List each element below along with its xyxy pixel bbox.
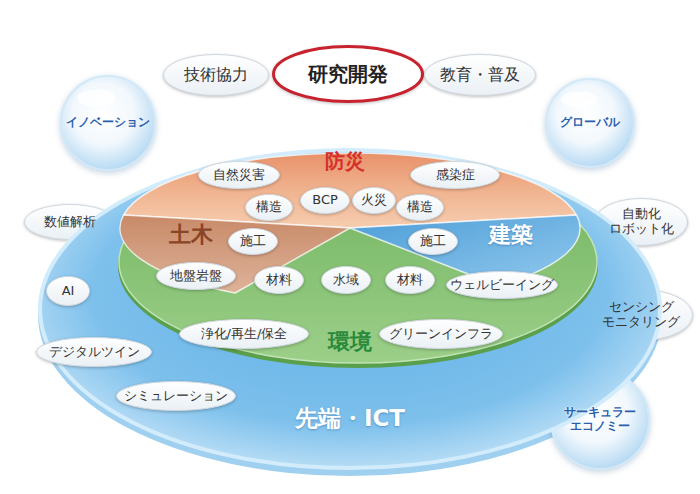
oval-shape <box>380 320 503 349</box>
oval-shape <box>246 195 293 221</box>
bubble-shape <box>61 76 155 170</box>
bubble-highlight <box>77 89 115 106</box>
oval-shape <box>274 47 423 102</box>
sector-shape <box>120 215 350 293</box>
topic-oval: 材料 <box>254 266 304 294</box>
oval-shape <box>411 162 500 189</box>
oval-shape <box>353 188 396 214</box>
oval-shape <box>322 267 371 294</box>
topic-oval: ウェルビーイング <box>446 271 558 299</box>
node-label: 水域 <box>333 273 359 288</box>
tech-oval: AI <box>46 276 90 306</box>
activity-oval: 技術協力 <box>163 54 269 96</box>
activity-oval-main: 研究開発 <box>272 45 424 103</box>
node-label: 施工 <box>420 234 446 249</box>
node-label: 自動化 ロボット化 <box>599 207 683 237</box>
node-label: グリーンインフラ <box>389 327 493 342</box>
node-label: 火災 <box>361 193 387 208</box>
oval-shape <box>180 320 309 349</box>
theme-bubble: イノベーション <box>60 75 156 171</box>
topic-oval: BCP <box>300 187 350 214</box>
node-label: 数値解析 <box>44 215 96 230</box>
oval-shape <box>37 338 152 367</box>
bubble-highlight <box>561 92 597 108</box>
section-heading: 防災 <box>310 147 380 175</box>
oval-shape <box>199 162 280 189</box>
topic-oval: 構造 <box>396 194 444 221</box>
node-label: グローバル <box>560 116 620 130</box>
topic-oval: 構造 <box>245 194 293 221</box>
oval-shape <box>425 55 536 96</box>
node-label: シミュレーション <box>124 389 228 404</box>
node-label: 材料 <box>266 273 292 288</box>
oval-shape <box>164 55 269 96</box>
section-heading: 建築 <box>476 219 546 251</box>
oval-shape <box>301 188 350 214</box>
node-label: 自然災害 <box>213 168 265 183</box>
node-label: 浄化/再生/保全 <box>201 327 288 342</box>
oval-shape <box>117 382 236 411</box>
topic-oval: 水域 <box>321 266 371 294</box>
section-heading: 先端・ICT <box>240 400 460 436</box>
node-label: BCP <box>312 193 338 208</box>
topic-oval: 施工 <box>228 228 278 255</box>
node-label: AI <box>62 284 75 299</box>
topic-oval: グリーンインフラ <box>379 319 503 349</box>
oval-shape <box>386 267 435 294</box>
oval-shape <box>409 229 458 255</box>
node-label: ウェルビーイング <box>450 278 554 293</box>
node-label: センシング モニタリング <box>594 300 688 330</box>
tech-oval: デジタルツイン <box>36 337 152 367</box>
oval-shape <box>47 277 90 306</box>
section-heading: 環境 <box>300 327 400 357</box>
theme-bubble: グローバル <box>545 78 635 168</box>
node-label: 教育・普及 <box>440 66 520 84</box>
topic-oval: 浄化/再生/保全 <box>179 319 309 349</box>
node-label: サーキュラー エコノミー <box>555 406 645 434</box>
node-label: 構造 <box>256 200 282 215</box>
topic-oval: 自然災害 <box>198 161 280 189</box>
oval-shape <box>397 195 444 221</box>
node-label: 感染症 <box>436 168 475 183</box>
topic-oval: 感染症 <box>410 161 500 189</box>
topic-oval: 施工 <box>408 228 458 255</box>
node-label: 地盤岩盤 <box>170 269 222 284</box>
oval-shape <box>255 267 304 294</box>
topic-oval: 火災 <box>352 187 396 214</box>
node-label: デジタルツイン <box>49 345 140 360</box>
topic-oval: 地盤岩盤 <box>156 262 236 290</box>
environment-ellipse: 環境防災自然災害構造BCP火災感染症構造土木施工地盤岩盤建築施工ウェルビーイング… <box>118 160 598 368</box>
ict-disc: 先端・ICT AI デジタルツインシミュレーション 環境 防災自然災害構造 BCP 火災 感染… <box>38 148 662 470</box>
disc-shape <box>40 150 660 468</box>
node-label: 施工 <box>240 234 266 249</box>
section-heading: 土木 <box>156 219 226 251</box>
bubble-shape <box>546 79 634 167</box>
oval-shape <box>157 263 236 290</box>
node-label: 構造 <box>407 200 433 215</box>
oval-shape <box>447 272 558 299</box>
tech-oval: シミュレーション <box>116 381 236 411</box>
node-label: イノベーション <box>66 116 150 130</box>
node-label: 研究開発 <box>308 63 388 86</box>
activity-oval: 教育・普及 <box>424 54 536 96</box>
node-label: 材料 <box>397 273 423 288</box>
oval-shape <box>229 229 278 255</box>
topic-oval: 材料 <box>385 266 435 294</box>
node-label: 技術協力 <box>184 66 248 84</box>
